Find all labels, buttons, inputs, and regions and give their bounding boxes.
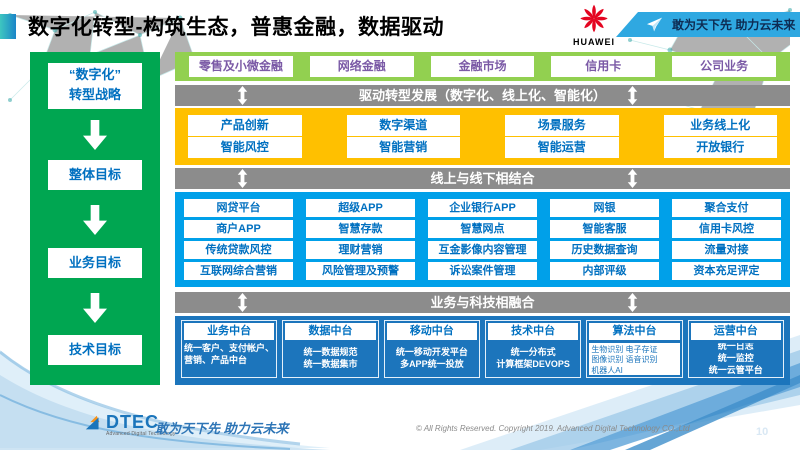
platform-title: 移动中台 (386, 323, 477, 340)
business-lines-row: 零售及小微金融 网络金融 金融市场 信用卡 公司业务 (175, 52, 790, 81)
banner-online-offline: 线上与线下相结合 (175, 168, 790, 189)
capability-box: 信用卡风控 (672, 220, 781, 238)
platform-column-data: 数据中台 统一数据规范 统一数据集市 (282, 320, 379, 378)
capability-row: 网贷平台 超级APP 企业银行APP 网银 聚合支付 (184, 199, 781, 217)
capability-box: 内部评级 (550, 262, 659, 280)
capability-box: 智慧存款 (306, 220, 415, 238)
platform-title: 业务中台 (184, 323, 275, 340)
sidebar-item-tech-goal: 技术目标 (48, 335, 142, 365)
capability-box: 互金影像内容管理 (428, 241, 537, 259)
page-number: 10 (756, 426, 769, 438)
adtec-arrow-icon (85, 415, 100, 430)
capability-box: 智慧网点 (428, 220, 537, 238)
transformation-box: 智能风控 (188, 137, 302, 158)
capability-box: 智能客服 (550, 220, 659, 238)
double-arrow-icon (627, 169, 638, 188)
business-line-box: 网络金融 (309, 56, 414, 77)
capability-box: 企业银行APP (428, 199, 537, 217)
paper-plane-icon (647, 17, 662, 32)
double-arrow-icon (237, 293, 248, 312)
platform-column-tech: 技术中台 统一分布式 计算框架DEVOPS (484, 320, 582, 378)
down-arrow-icon (83, 205, 107, 235)
down-arrow-icon (83, 120, 107, 150)
business-line-box: 信用卡 (551, 56, 656, 77)
banner-tech-fusion: 业务与科技相融合 (175, 292, 790, 313)
capability-box: 商户APP (184, 220, 293, 238)
capability-box: 互联网综合营销 (184, 262, 293, 280)
capability-row: 互联网综合营销 风险管理及预警 诉讼案件管理 内部评级 资本充足评定 (184, 262, 781, 280)
banner-drive-text: 驱动转型发展（数字化、线上化、智能化） (358, 88, 606, 103)
footer-slogan: 敢为天下先 助力云未来 (155, 421, 289, 436)
capability-box: 诉讼案件管理 (428, 262, 537, 280)
capability-box: 资本充足评定 (672, 262, 781, 280)
platform-detail: 统一数据规范 统一数据集市 (303, 347, 358, 369)
double-arrow-icon (627, 86, 638, 105)
title-accent-bar (0, 14, 16, 39)
capability-box: 网贷平台 (184, 199, 293, 217)
business-line-box: 公司业务 (672, 56, 776, 77)
capability-box: 历史数据查询 (550, 241, 659, 259)
capability-box: 聚合支付 (672, 199, 781, 217)
double-arrow-icon (237, 86, 248, 105)
sidebar-item-strategy: “数字化” 转型战略 (48, 63, 142, 109)
double-arrow-icon (627, 293, 638, 312)
transformation-band: 产品创新 数字渠道 场景服务 业务线上化 智能风控 智能营销 智能运营 开放银行 (175, 108, 790, 165)
capability-box: 超级APP (306, 199, 415, 217)
platform-title: 运营中台 (690, 323, 781, 340)
sidebar-item-overall-goal: 整体目标 (48, 160, 142, 190)
platform-detail: 统一日志 统一监控 统一云管平台 (708, 343, 763, 375)
platform-title: 算法中台 (589, 323, 680, 340)
platform-column-mobile: 移动中台 统一移动开发平台 多APP统一投放 (383, 320, 480, 378)
platform-band: 业务中台 统一客户、支付帐户、营销、产品中台 数据中台 统一数据规范 统一数据集… (175, 316, 790, 385)
page-title: 数字化转型-构筑生态，普惠金融，数据驱动 (28, 16, 444, 39)
transformation-box: 数字渠道 (346, 115, 460, 136)
capability-band: 网贷平台 超级APP 企业银行APP 网银 聚合支付 商户APP 智慧存款 智慧… (175, 192, 790, 287)
business-line-box: 金融市场 (430, 56, 535, 77)
capability-box: 流量对接 (672, 241, 781, 259)
transformation-box: 开放银行 (663, 137, 777, 158)
transformation-box: 场景服务 (505, 115, 619, 136)
capability-box: 传统贷款风控 (184, 241, 293, 259)
platform-column-algorithm: 算法中台 生物识别 电子存证 图像识别 语音识别 机器人AI (586, 320, 683, 378)
huawei-wordmark: HUAWEI (573, 37, 615, 47)
transformation-box: 智能运营 (505, 137, 619, 158)
platform-title: 数据中台 (285, 323, 376, 340)
transformation-box: 业务线上化 (663, 115, 777, 136)
banner-online-offline-text: 线上与线下相结合 (430, 171, 535, 186)
transformation-row-1: 产品创新 数字渠道 场景服务 业务线上化 (188, 115, 777, 136)
down-arrow-icon (83, 293, 107, 323)
huawei-flower-icon (580, 4, 608, 33)
capability-row: 传统贷款风控 理财营销 互金影像内容管理 历史数据查询 流量对接 (184, 241, 781, 259)
platform-title: 技术中台 (487, 323, 579, 340)
capability-box: 风险管理及预警 (306, 262, 415, 280)
capability-row: 商户APP 智慧存款 智慧网点 智能客服 信用卡风控 (184, 220, 781, 238)
platform-column-business: 业务中台 统一客户、支付帐户、营销、产品中台 (181, 320, 278, 378)
banner-tech-fusion-text: 业务与科技相融合 (430, 295, 535, 310)
double-arrow-icon (237, 169, 248, 188)
transformation-box: 产品创新 (188, 115, 302, 136)
business-line-box: 零售及小微金融 (189, 56, 293, 77)
platform-detail: 统一客户、支付帐户、营销、产品中台 (184, 343, 275, 365)
platform-column-operations: 运营中台 统一日志 统一监控 统一云管平台 (687, 320, 784, 378)
strategy-sidebar: “数字化” 转型战略 整体目标 业务目标 技术目标 (30, 52, 160, 385)
transformation-box: 智能营销 (346, 137, 460, 158)
banner-drive-transformation: 驱动转型发展（数字化、线上化、智能化） (175, 85, 790, 106)
platform-detail: 统一分布式 计算框架DEVOPS (496, 347, 570, 369)
slogan-ribbon: 敢为天下先 助力云未来 (616, 12, 800, 37)
platform-detail: 生物识别 电子存证 图像识别 语音识别 机器人AI (589, 343, 680, 375)
ribbon-slogan-text: 敢为天下先 助力云未来 (672, 18, 796, 32)
huawei-logo: HUAWEI (571, 4, 617, 47)
transformation-row-2: 智能风控 智能营销 智能运营 开放银行 (188, 137, 777, 158)
capability-box: 理财营销 (306, 241, 415, 259)
platform-detail: 统一移动开发平台 多APP统一投放 (395, 347, 468, 369)
sidebar-item-business-goal: 业务目标 (48, 248, 142, 278)
copyright-text: © All Rights Reserved. Copyright 2019. A… (416, 424, 690, 433)
capability-box: 网银 (550, 199, 659, 217)
